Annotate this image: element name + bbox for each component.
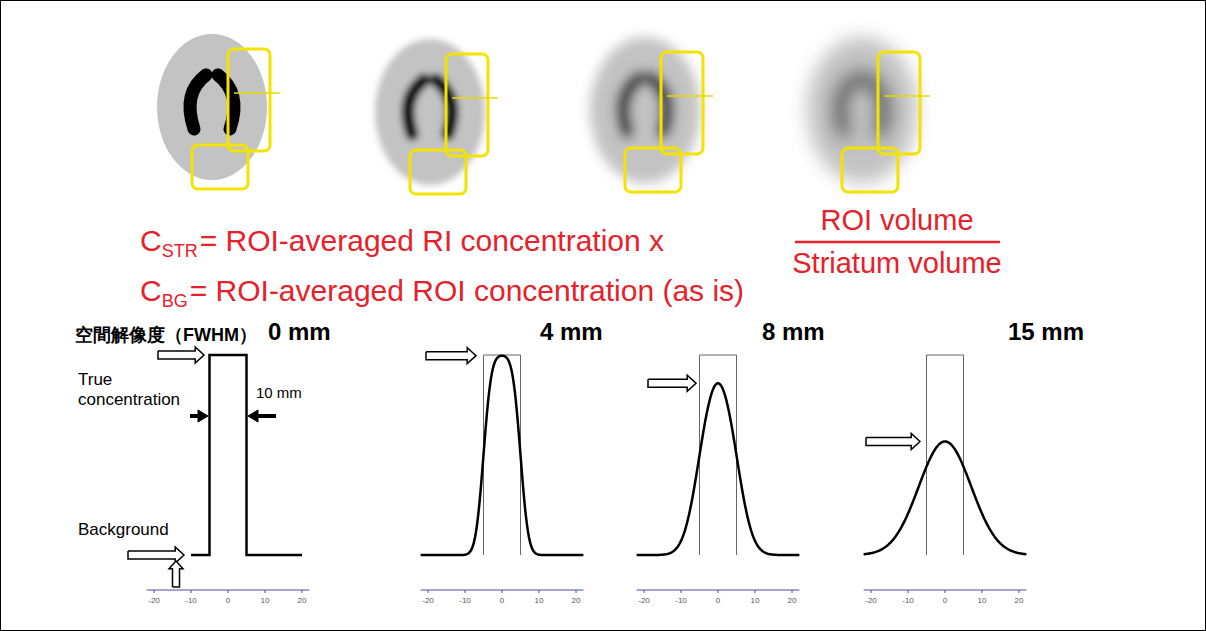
resolution-label: 8 mm bbox=[762, 318, 825, 346]
profile-line bbox=[667, 95, 713, 97]
axis-tick bbox=[871, 590, 872, 593]
roi-background bbox=[192, 145, 248, 189]
axis-tick bbox=[718, 590, 719, 593]
axis-tick-label: 0 bbox=[943, 596, 947, 605]
axis-tick-label: 20 bbox=[1015, 596, 1024, 605]
roi-striatum bbox=[446, 54, 488, 156]
axis-tick bbox=[465, 590, 466, 593]
axis-tick bbox=[644, 590, 645, 593]
axis-tick-label: -10 bbox=[185, 596, 197, 605]
axis-tick bbox=[908, 590, 909, 593]
axis-tick-label: 0 bbox=[500, 596, 504, 605]
axis-tick-label: 0 bbox=[716, 596, 720, 605]
annotation: Background bbox=[78, 520, 169, 540]
axis-tick-label: 20 bbox=[572, 596, 581, 605]
phantom-image bbox=[590, 37, 713, 192]
axis-tick bbox=[1019, 590, 1020, 593]
axis-tick-label: -10 bbox=[675, 596, 687, 605]
axis-tick bbox=[681, 590, 682, 593]
dimension-arrowhead bbox=[248, 410, 258, 422]
fraction-denominator: Striatum volume bbox=[792, 247, 1002, 280]
formula-symbol: C bbox=[140, 224, 162, 257]
formula-subscript: STR bbox=[162, 241, 198, 261]
annotation: True concentration bbox=[78, 370, 190, 409]
dimension-label: 10 mm bbox=[256, 384, 302, 401]
formula-symbol: C bbox=[140, 274, 162, 307]
axis-tick-label: 10 bbox=[751, 596, 760, 605]
peak-arrow bbox=[648, 375, 696, 391]
profile-plot bbox=[637, 355, 800, 593]
formula-text: = ROI-averaged ROI concentration (as is) bbox=[190, 274, 744, 307]
axis-tick-label: -20 bbox=[865, 596, 877, 605]
axis-tick bbox=[755, 590, 756, 593]
axis-tick-label: -20 bbox=[638, 596, 650, 605]
axis-tick bbox=[502, 590, 503, 593]
formula-subscript: BG bbox=[162, 291, 188, 311]
phantom-image bbox=[807, 37, 930, 192]
axis-tick-label: 20 bbox=[298, 596, 307, 605]
axis-tick-label: 10 bbox=[535, 596, 544, 605]
dimension-arrow bbox=[258, 414, 276, 418]
resolution-label: 0 mm bbox=[268, 318, 331, 346]
peak-arrow bbox=[866, 433, 920, 449]
section-heading: 空間解像度（FWHM） bbox=[75, 325, 257, 346]
formula-text: = ROI-averaged RI concentration x bbox=[200, 224, 664, 257]
axis-tick-label: -20 bbox=[148, 596, 160, 605]
axis-tick bbox=[982, 590, 983, 593]
true-level-arrow bbox=[158, 347, 204, 363]
roi-background bbox=[842, 148, 898, 192]
blurred-profile bbox=[637, 383, 800, 555]
profile-plot bbox=[864, 355, 1027, 593]
blurred-profile bbox=[864, 441, 1027, 554]
dimension-arrow bbox=[190, 414, 198, 418]
fraction-bar bbox=[795, 241, 1000, 244]
profile-plot bbox=[421, 355, 584, 593]
axis-tick bbox=[792, 590, 793, 593]
roi-striatum bbox=[228, 49, 270, 151]
axis-tick bbox=[265, 590, 266, 593]
axis-tick bbox=[539, 590, 540, 593]
phantom-image bbox=[157, 34, 280, 189]
profile-line bbox=[234, 92, 280, 94]
axis-tick-label: 10 bbox=[261, 596, 270, 605]
axis-tick-label: -20 bbox=[422, 596, 434, 605]
axis-tick bbox=[191, 590, 192, 593]
axis-tick bbox=[154, 590, 155, 593]
axis-tick bbox=[428, 590, 429, 593]
true-profile bbox=[700, 355, 737, 555]
axis-tick-label: 0 bbox=[226, 596, 230, 605]
profile-line bbox=[884, 95, 930, 97]
axis-tick bbox=[945, 590, 946, 593]
axis-tick bbox=[302, 590, 303, 593]
profile-line bbox=[452, 97, 498, 99]
formula-line: CSTR= ROI-averaged RI concentration x bbox=[140, 224, 664, 262]
background-arrow bbox=[169, 561, 183, 587]
roi-background bbox=[625, 148, 681, 192]
roi-striatum bbox=[878, 52, 920, 154]
axis-tick-label: -10 bbox=[459, 596, 471, 605]
axis-tick bbox=[576, 590, 577, 593]
true-profile bbox=[191, 355, 302, 555]
roi-striatum bbox=[661, 52, 703, 154]
phantom-image bbox=[375, 39, 498, 194]
blurred-profile bbox=[421, 356, 584, 555]
axis-tick-label: 20 bbox=[788, 596, 797, 605]
fraction-numerator: ROI volume bbox=[820, 204, 973, 237]
resolution-label: 4 mm bbox=[540, 318, 603, 346]
peak-arrow bbox=[426, 348, 476, 364]
axis-tick bbox=[228, 590, 229, 593]
axis-tick-label: -10 bbox=[902, 596, 914, 605]
resolution-label: 15 mm bbox=[1008, 318, 1084, 346]
roi-background bbox=[410, 150, 466, 194]
profile-plots bbox=[128, 347, 1026, 593]
formula-line: CBG= ROI-averaged ROI concentration (as … bbox=[140, 274, 744, 312]
axis-tick-label: 10 bbox=[978, 596, 987, 605]
dimension-arrowhead bbox=[198, 410, 208, 422]
